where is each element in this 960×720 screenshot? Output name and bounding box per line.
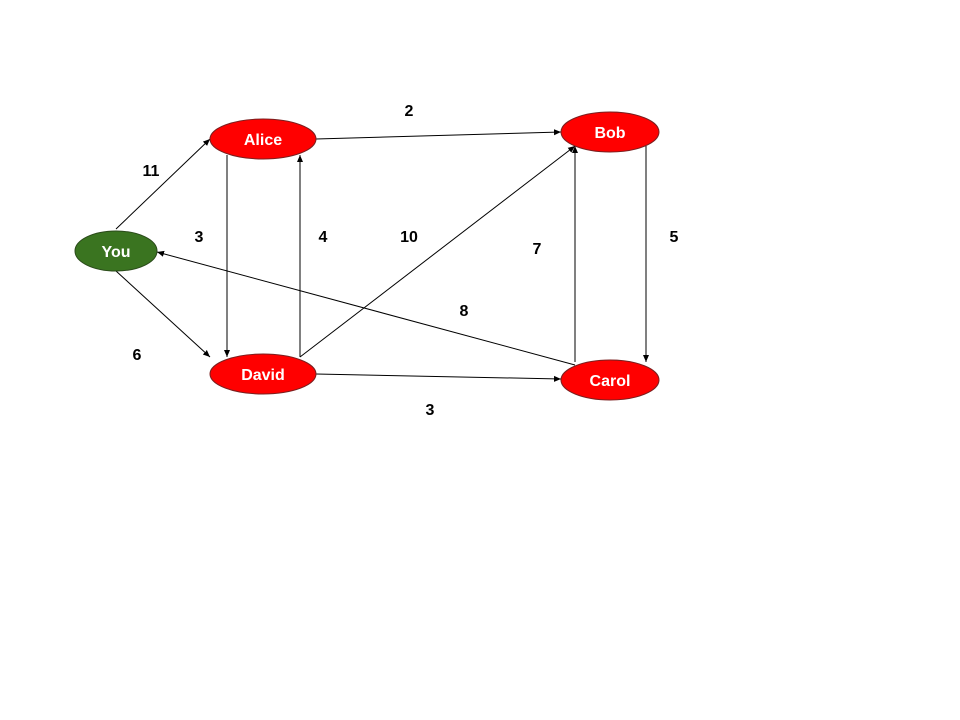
node-you: You (74, 230, 158, 272)
edge-weight-carol-to-you: 8 (460, 303, 469, 320)
edge-you-to-alice (115, 138, 211, 230)
edge-weight-alice-to-bob: 2 (405, 103, 414, 120)
node-david-label: David (241, 367, 285, 384)
node-david: David (209, 353, 317, 395)
edge-weights-layer: 11 6 3 4 2 10 7 5 8 3 (133, 103, 679, 419)
edge-weight-carol-to-bob: 7 (533, 241, 542, 258)
edge-david-to-carol (315, 373, 562, 382)
edge-carol-to-you (156, 250, 576, 366)
node-carol-shape (560, 359, 660, 401)
node-carol-label: Carol (590, 373, 631, 390)
node-bob-shape (560, 111, 660, 153)
edge-weight-you-to-alice: 11 (143, 163, 160, 180)
node-carol: Carol (560, 359, 660, 401)
node-alice-label: Alice (244, 132, 282, 149)
edge-weight-david-to-alice: 4 (319, 229, 328, 246)
edge-you-to-david (115, 270, 211, 358)
edge-alice-to-bob (315, 129, 562, 140)
edge-weight-david-to-carol: 3 (426, 402, 435, 419)
node-david-shape (209, 353, 317, 395)
node-bob: Bob (560, 111, 660, 153)
edge-weight-bob-to-carol: 5 (670, 229, 679, 246)
edge-weight-you-to-david: 6 (133, 347, 142, 364)
edge-weight-alice-to-david: 3 (195, 229, 204, 246)
node-you-label: You (101, 244, 130, 261)
edge-david-to-bob (299, 145, 576, 358)
edges-layer (115, 129, 649, 382)
node-you-shape (74, 230, 158, 272)
node-alice: Alice (209, 118, 317, 160)
node-bob-label: Bob (594, 125, 625, 142)
edge-weight-david-to-bob: 10 (400, 229, 418, 246)
node-alice-shape (209, 118, 317, 160)
